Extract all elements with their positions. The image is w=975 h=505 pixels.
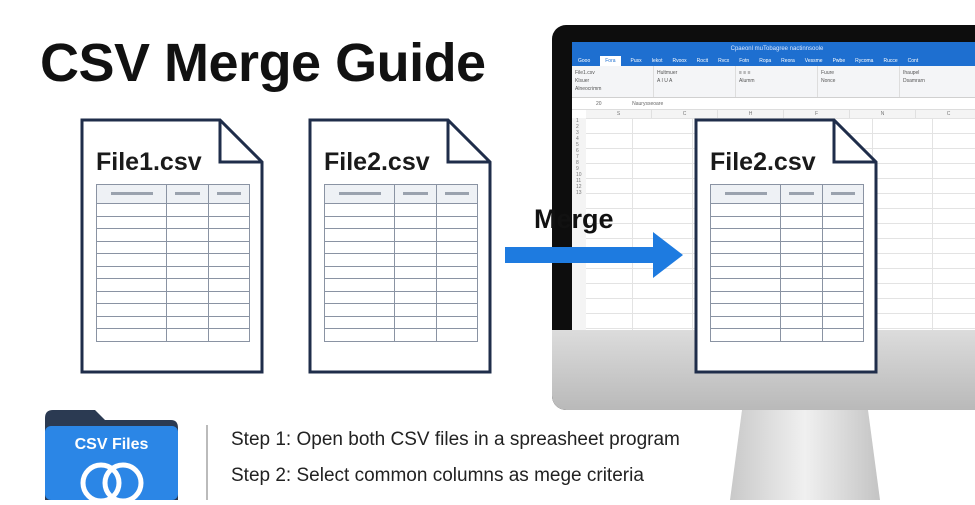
csv-files-folder[interactable]: CSV Files [45, 408, 179, 505]
ribbon-tab[interactable]: Cont [907, 58, 919, 64]
arrow-right-icon [505, 232, 683, 278]
file1-document: File1.csv [80, 118, 264, 374]
merged-document: File2.csv [694, 118, 878, 374]
data-table [95, 184, 251, 342]
row-header[interactable]: 10 [576, 172, 582, 178]
formula-bar[interactable]: 20 Naurysseoare [572, 98, 975, 110]
window-titlebar: Cpaeonl muTobagree nactinnsoole [572, 42, 975, 56]
ribbon-tabs: Gooo Fora Pusx Iekot Rvoox Rocit Rvcx Fotn Ropa R… [572, 56, 975, 66]
ribbon-tab[interactable]: Pusx [630, 58, 642, 64]
merge-label: Merge [534, 204, 614, 234]
file2-document: File2.csv [308, 118, 492, 374]
ribbon-group-align: ≡ ≡ ≡Alumm [736, 66, 818, 97]
formula-input[interactable]: Naurysseoare [632, 101, 664, 107]
ribbon-tab[interactable]: Gooo [578, 58, 591, 64]
row-header[interactable]: 6 [576, 148, 579, 154]
ribbon-tab[interactable]: Reora [781, 58, 795, 64]
monitor-stand [730, 410, 880, 500]
column-header[interactable]: S [586, 110, 652, 118]
ribbon-tab[interactable]: Rocit [696, 58, 709, 64]
step-2: Step 2: Select common columns as mege cr… [231, 465, 644, 486]
ribbon-tab[interactable]: Vessme [804, 58, 823, 64]
ribbon-tab[interactable]: Rycoma [855, 58, 874, 64]
page-title: CSV Merge Guide [40, 33, 486, 93]
folder-label: CSV Files [74, 436, 149, 453]
row-header[interactable]: 11 [576, 178, 582, 184]
document-name: File1.csv [96, 148, 202, 176]
column-header[interactable]: N [850, 110, 916, 118]
name-box[interactable]: 20 [596, 101, 602, 107]
row-header[interactable]: 4 [576, 136, 579, 142]
column-header[interactable]: C [652, 110, 718, 118]
step-1: Step 1: Open both CSV files in a spreash… [231, 429, 680, 450]
folder-icon [45, 410, 178, 504]
ribbon-tab[interactable]: Rvoox [672, 58, 687, 64]
column-header[interactable]: F [784, 110, 850, 118]
column-header[interactable]: C [916, 110, 975, 118]
row-header[interactable]: 2 [576, 124, 579, 130]
document-name: File2.csv [324, 148, 430, 176]
row-header[interactable]: 13 [576, 190, 582, 196]
ribbon-tab[interactable]: Rvcx [718, 58, 730, 64]
document-name: File2.csv [710, 148, 816, 176]
row-header[interactable]: 9 [576, 166, 579, 172]
row-header[interactable]: 8 [576, 160, 579, 166]
ribbon-tab[interactable]: Iekot [651, 58, 663, 64]
spreadsheet-window: Cpaeonl muTobagree nactinnsoole Gooo Fora… [572, 42, 975, 330]
row-header[interactable]: 3 [576, 130, 579, 136]
ribbon-tab[interactable]: Pwbe [832, 58, 846, 64]
row-header[interactable]: 1 [576, 118, 579, 124]
ribbon-tab[interactable]: Fotn [739, 58, 750, 64]
row-header[interactable]: 12 [576, 184, 582, 190]
row-header[interactable]: 5 [576, 142, 579, 148]
data-table [323, 184, 479, 342]
ribbon-tab[interactable]: Fora [600, 56, 621, 66]
ribbon-tab[interactable]: Rucce [883, 58, 898, 64]
divider [206, 425, 208, 500]
row-header[interactable]: 7 [576, 154, 579, 160]
ribbon-tab[interactable]: Ropa [759, 58, 772, 64]
data-table [709, 184, 865, 342]
column-header[interactable]: H [718, 110, 784, 118]
